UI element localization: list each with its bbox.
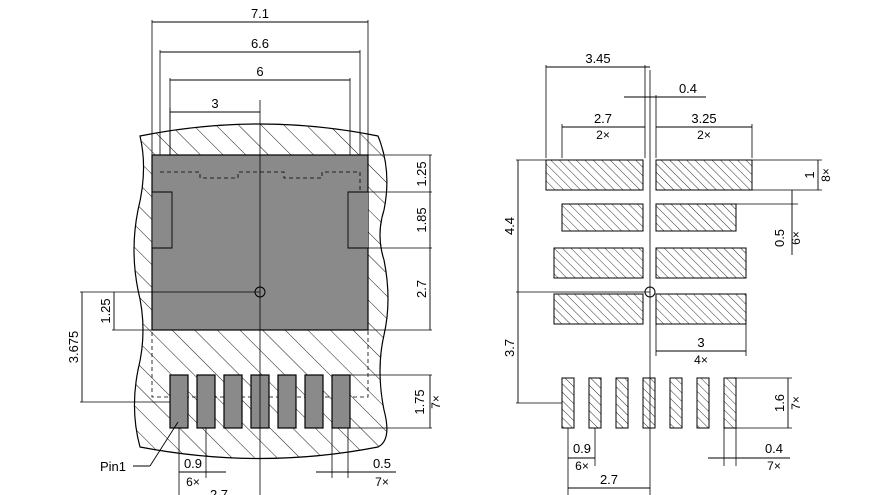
rv-dim-1: 1 (802, 171, 817, 178)
rv-dim-4-4: 4.4 (502, 217, 517, 235)
left-package-view: 7.1 6.6 6 3 1.25 1.85 2.7 1.75 7× 1.25 3… (66, 6, 443, 495)
lead-pad-1 (561, 377, 575, 429)
rv-dim-0-4-bottom: 0.4 (765, 441, 783, 456)
pin-1 (169, 374, 189, 429)
dim-3-675: 3.675 (66, 331, 81, 364)
pad-inner-dashed (160, 171, 361, 192)
land-pad-7 (553, 293, 644, 325)
rv-dim-0-9: 0.9 (573, 441, 591, 456)
pin1-leader-diag (149, 421, 179, 467)
rv-dim-0-5: 0.5 (772, 229, 787, 247)
dim-7x-right: 7× (429, 395, 443, 409)
land-pad-5 (553, 247, 644, 279)
pad-notch-right (347, 191, 368, 249)
dim-1-25-left: 1.25 (98, 298, 113, 323)
rv-dim-3: 3 (697, 335, 704, 350)
pad-notch-left (152, 191, 173, 249)
lead-pad-4 (642, 377, 656, 429)
rv-center-mark (644, 286, 656, 298)
land-pad-3 (561, 203, 644, 232)
land-pad-6 (655, 247, 747, 279)
rv-dim-7x-right: 7× (789, 396, 803, 410)
pin1-label: Pin1 (100, 459, 126, 474)
center-mark (254, 286, 266, 298)
dim-6x-bottom: 6× (186, 475, 200, 489)
rv-dim-6x: 6× (789, 231, 803, 245)
dim-3: 3 (211, 96, 218, 111)
lead-pad-6 (696, 377, 710, 429)
dim-1-85: 1.85 (414, 207, 429, 232)
dim-7x-bottom: 7× (375, 475, 389, 489)
land-pad-8 (655, 293, 747, 325)
dim-0-5: 0.5 (373, 456, 391, 471)
dim-6: 6 (256, 64, 263, 79)
right-land-pattern-view: 3.45 0.4 2.7 2× 3.25 2× 1 8× 0.5 6× 1.6 … (502, 51, 833, 495)
land-pad-2 (655, 159, 753, 191)
rv-dim-3-45: 3.45 (585, 51, 610, 66)
rv-dim-3-7: 3.7 (502, 339, 517, 357)
dim-7-1: 7.1 (251, 6, 269, 21)
dim-2-7-right: 2.7 (414, 280, 429, 298)
lead-pad-2 (588, 377, 602, 429)
dim-1-25-right: 1.25 (414, 161, 429, 186)
land-pads (545, 159, 753, 429)
lead-pad-7 (723, 377, 737, 429)
pin-6 (304, 374, 324, 429)
rv-dim-4x: 4× (694, 353, 708, 367)
dim-0-9: 0.9 (184, 456, 202, 471)
land-pad-1 (545, 159, 644, 191)
rv-dim-2-7: 2.7 (594, 111, 612, 126)
pin-2 (196, 374, 216, 429)
rv-dim-6x-bottom: 6× (575, 459, 589, 473)
dim-2-7-bottom: 2.7 (210, 487, 228, 495)
lead-pad-3 (615, 377, 629, 429)
land-pad-4 (655, 203, 737, 232)
dim-1-75: 1.75 (412, 389, 427, 414)
rv-dim-2x-right: 2× (697, 128, 711, 142)
rv-dim-0-4: 0.4 (679, 81, 697, 96)
rv-dim-2-7-bottom: 2.7 (600, 472, 618, 487)
rv-dim-3-25: 3.25 (691, 111, 716, 126)
rv-dim-8x: 8× (819, 168, 833, 182)
dim-6-6: 6.6 (251, 36, 269, 51)
rv-dim-7x-bottom: 7× (767, 459, 781, 473)
pin-7 (331, 374, 351, 429)
rv-dim-1-6: 1.6 (772, 394, 787, 412)
lead-pad-5 (669, 377, 683, 429)
pin-5 (277, 374, 297, 429)
pin-3 (223, 374, 243, 429)
rv-dim-2x-left: 2× (596, 128, 610, 142)
